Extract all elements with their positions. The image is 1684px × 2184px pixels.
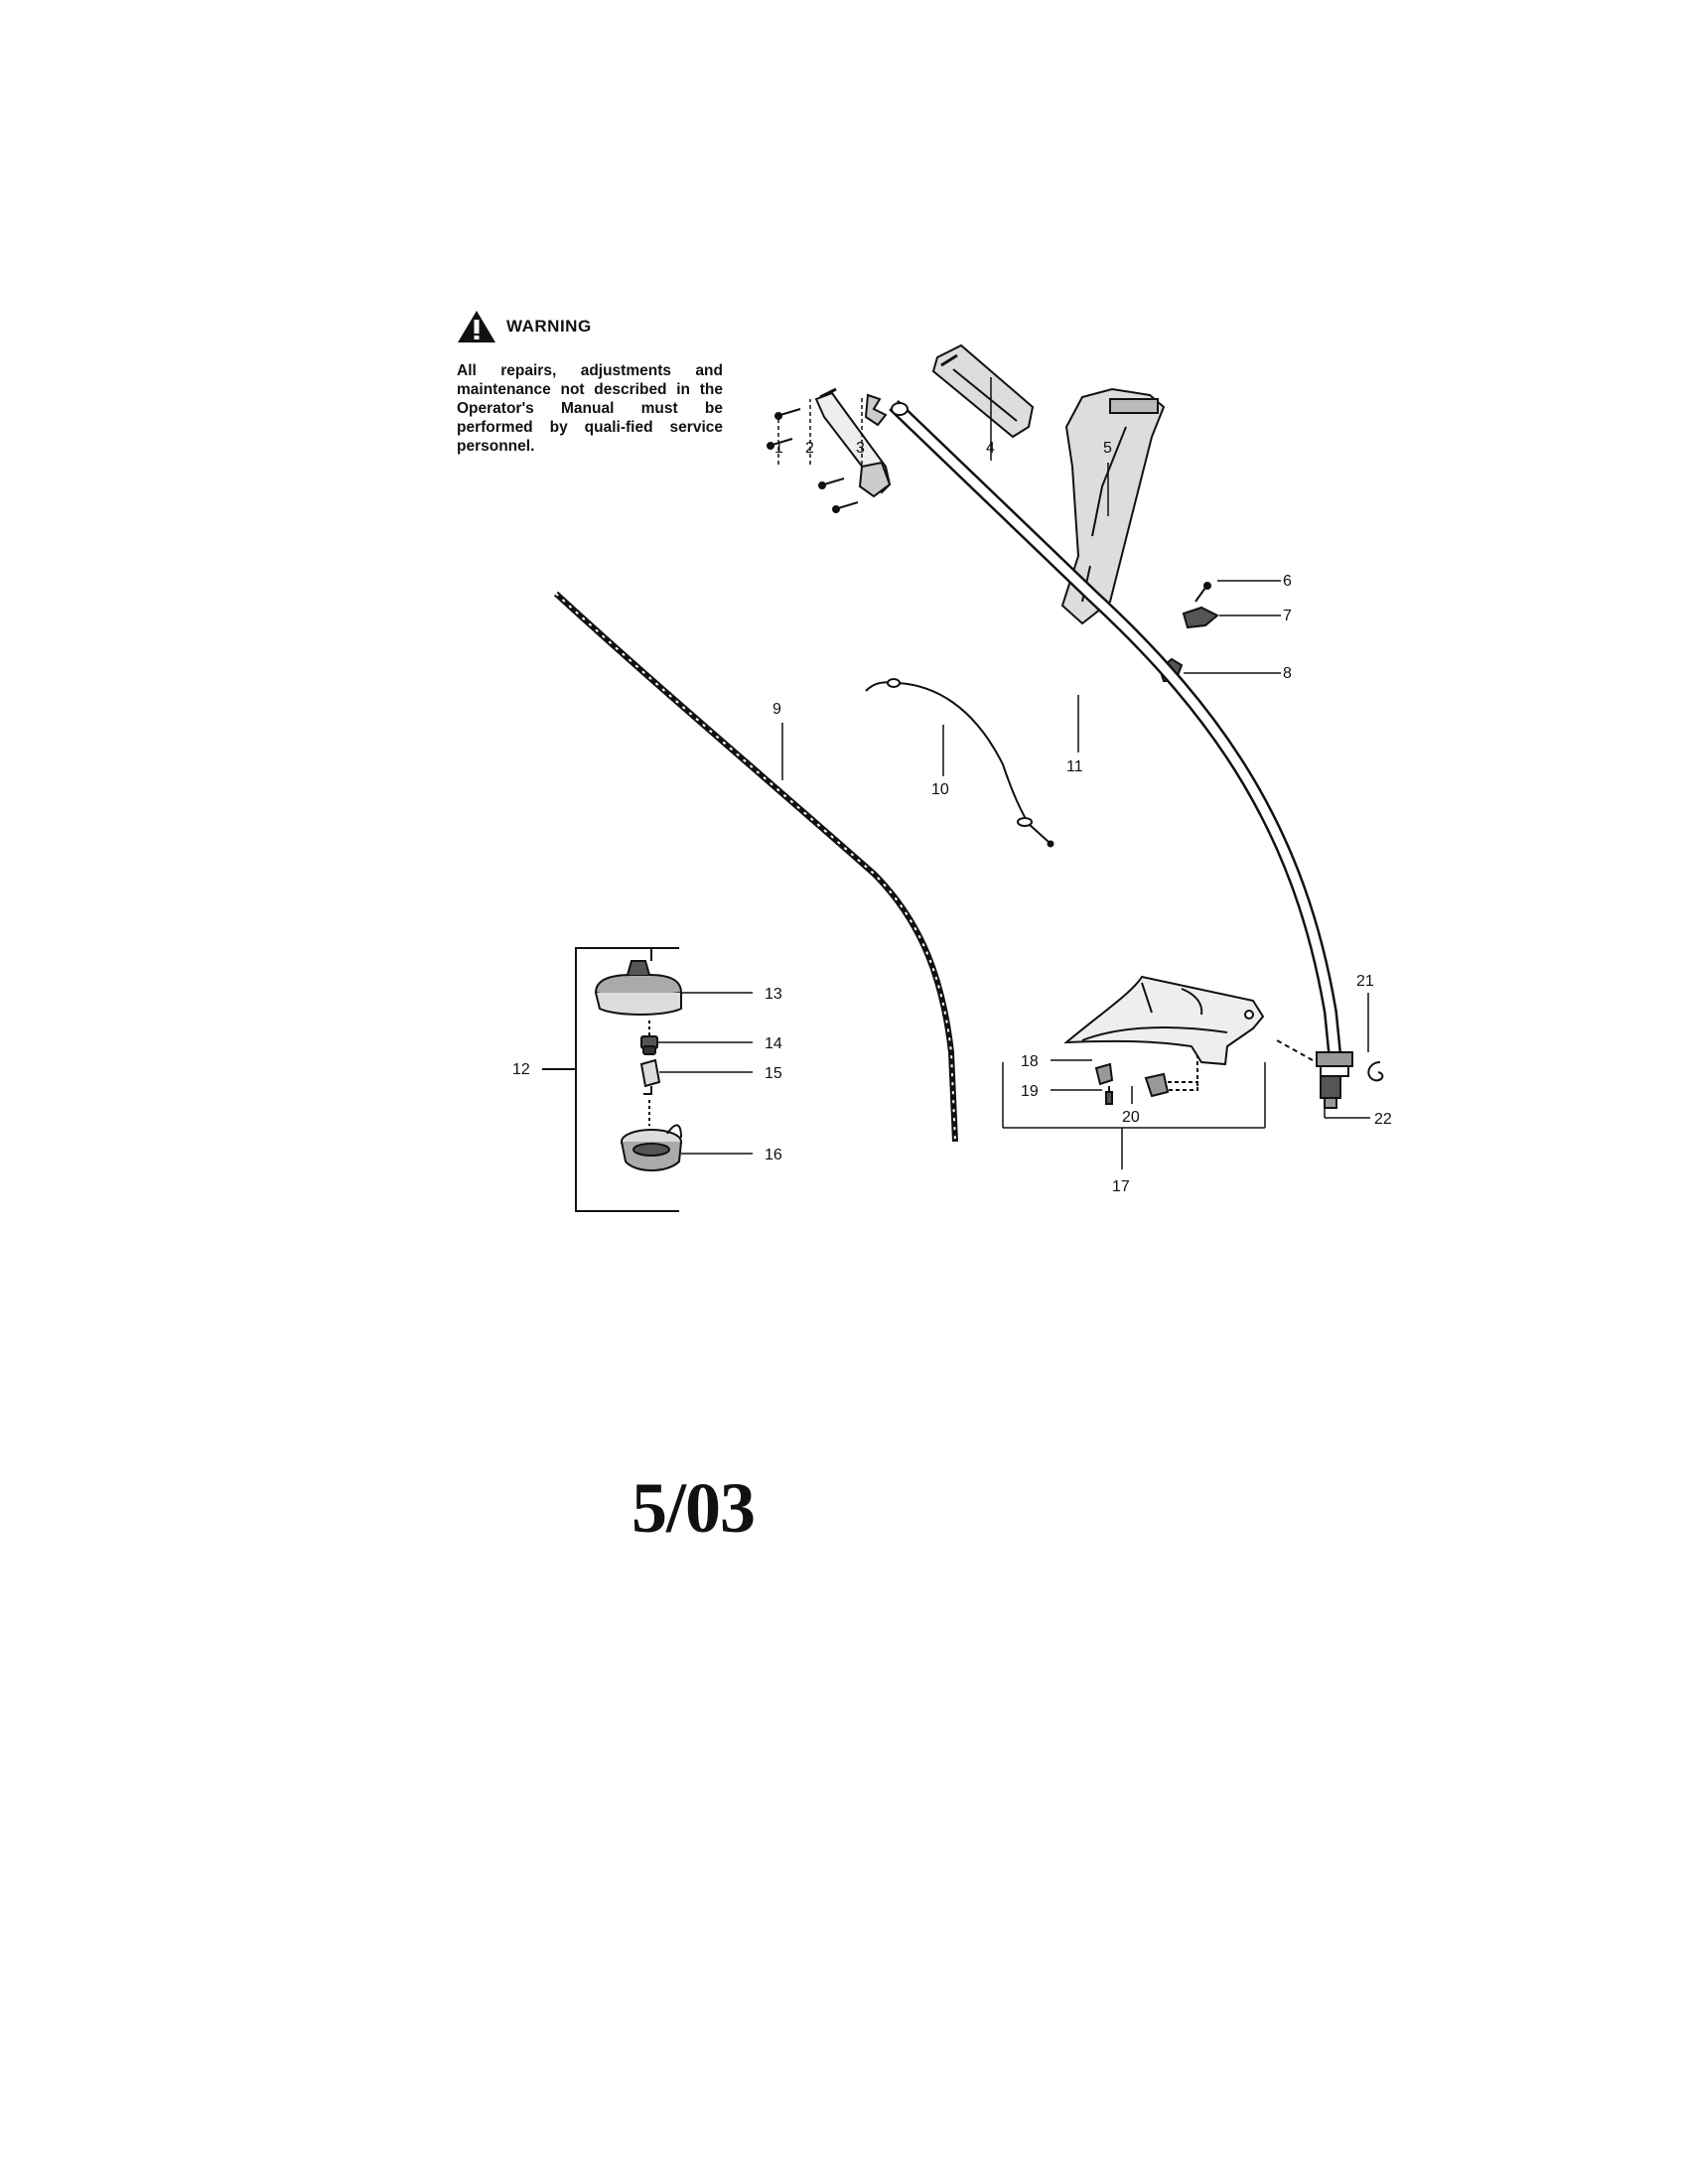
- drive-cable-part: [553, 591, 958, 1143]
- spool-16-part: [621, 1124, 682, 1171]
- callout-21: 21: [1356, 973, 1374, 990]
- callout-11: 11: [1066, 758, 1083, 775]
- guard-clip-18-part: [1094, 1062, 1114, 1086]
- spring-14-part: [640, 1021, 658, 1055]
- callout-4: 4: [986, 440, 995, 457]
- warning-box: WARNING All repairs, adjustments and mai…: [457, 310, 723, 456]
- callout-13: 13: [765, 986, 782, 1003]
- callout-15: 15: [765, 1065, 782, 1082]
- shaft-end-22-part: [1320, 1075, 1341, 1109]
- trimmer-head-bracket: [542, 947, 679, 1212]
- callout-10: 10: [931, 781, 949, 798]
- callout-16: 16: [765, 1147, 782, 1163]
- eyelet-15-part: [639, 1058, 661, 1126]
- handle-grip-part: [931, 343, 1035, 439]
- warning-header: WARNING: [457, 310, 723, 343]
- callout-19: 19: [1021, 1083, 1039, 1100]
- callout-2: 2: [805, 440, 814, 457]
- screw-19-part: [1105, 1086, 1113, 1105]
- collar-part: [1276, 1039, 1353, 1077]
- callout-17: 17: [1112, 1178, 1130, 1195]
- clip-part: [864, 393, 888, 427]
- callout-1: 1: [774, 440, 783, 457]
- callout-20: 20: [1122, 1109, 1140, 1126]
- spool-housing-13-part: [594, 949, 683, 1016]
- callout-14: 14: [765, 1035, 782, 1052]
- callout-labels: 1 2 3 4 5 6 7 8 9 10 11 12 13 14 15 16 1…: [512, 440, 1392, 1195]
- revision-date: 5/03: [632, 1468, 756, 1548]
- callout-18: 18: [1021, 1053, 1039, 1070]
- debris-shield-part: [1063, 975, 1265, 1066]
- spring-clip-21-part: [1367, 1061, 1384, 1082]
- screws-part: [767, 408, 859, 513]
- screw-6-part: [1194, 582, 1211, 603]
- callout-7: 7: [1283, 608, 1292, 624]
- shaft-housing-part: [889, 399, 1341, 1053]
- callout-3: 3: [856, 440, 865, 457]
- clamp-7-part: [1182, 606, 1219, 629]
- callout-22: 22: [1374, 1111, 1392, 1128]
- callout-9: 9: [772, 701, 781, 718]
- leader-lines: [657, 377, 1370, 1169]
- callout-12: 12: [512, 1061, 530, 1078]
- bracket-20-part: [1144, 1056, 1198, 1098]
- callout-6: 6: [1283, 573, 1292, 590]
- d-handle-part: [1060, 387, 1166, 625]
- callout-5: 5: [1103, 440, 1112, 457]
- handle-bracket-part: [814, 387, 892, 498]
- warning-text: All repairs, adjustments and maintenance…: [457, 362, 723, 455]
- warning-title: WARNING: [506, 317, 592, 336]
- throttle-cable-part: [865, 678, 1054, 848]
- callout-8: 8: [1283, 665, 1292, 682]
- warning-triangle-icon: [458, 311, 495, 342]
